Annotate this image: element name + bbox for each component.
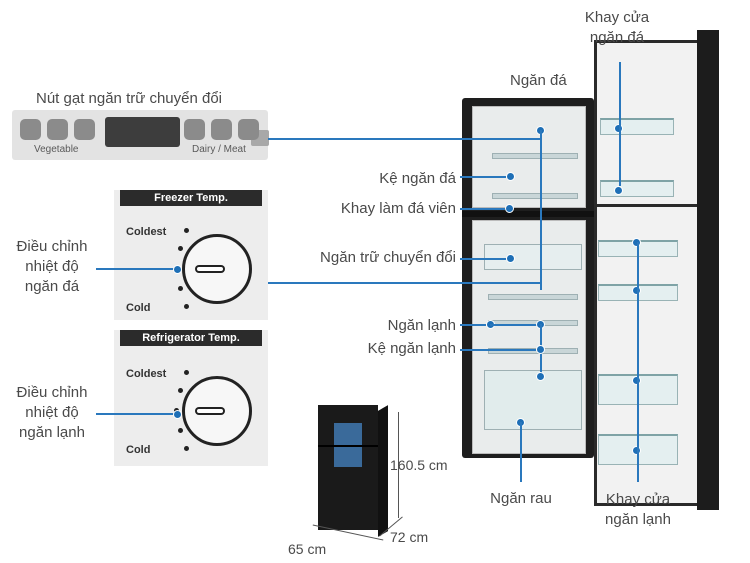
refrigerator-thumbnail: [318, 405, 378, 530]
freezer-temp-panel: Freezer Temp. Coldest Cold: [114, 190, 268, 320]
tomato-icon: [47, 119, 68, 140]
switch-label: Nút gạt ngăn trữ chuyển đổi: [36, 90, 222, 107]
label-ice-tray: Khay làm đá viên: [340, 200, 456, 217]
carrot-icon: [20, 119, 41, 140]
freezer-coldest: Coldest: [126, 226, 167, 238]
width-dimension: 65 cm: [288, 541, 327, 557]
meat-icon: [238, 119, 259, 140]
freezer-cold: Cold: [126, 302, 151, 314]
freezer-temp-title: Freezer Temp.: [120, 190, 262, 206]
label-freezer: Ngăn đá: [510, 72, 567, 89]
label-fridge: Ngăn lạnh: [387, 317, 456, 334]
fridge-cold: Cold: [126, 444, 151, 456]
grapes-icon: [74, 119, 95, 140]
fridge-temp-knob[interactable]: [182, 376, 252, 446]
label-fridge-shelf: Kệ ngăn lạnh: [367, 340, 456, 357]
refrigerator-body: [462, 98, 594, 458]
label-freezer-shelf: Kệ ngăn đá: [379, 170, 456, 187]
height-dimension: 160.5 cm: [390, 457, 448, 473]
fridge-coldest: Coldest: [126, 368, 167, 380]
fridge-temp-panel: Refrigerator Temp. Coldest Cold: [114, 330, 268, 466]
cheese-icon: [184, 119, 205, 140]
storage-switch-panel: Vegetable Dairy / Meat: [12, 110, 269, 160]
depth-dimension: 72 cm: [390, 529, 429, 545]
switch-slider[interactable]: [105, 117, 269, 147]
label-switch-compartment: Ngăn trữ chuyển đổi: [320, 249, 456, 266]
fridge-temp-title: Refrigerator Temp.: [120, 330, 262, 346]
dairy-meat-label: Dairy / Meat: [192, 144, 246, 155]
freezer-temp-knob[interactable]: [182, 234, 252, 304]
fish-icon: [211, 119, 232, 140]
label-vegetable-drawer: Ngăn rau: [490, 490, 552, 507]
vegetable-label: Vegetable: [34, 144, 79, 155]
